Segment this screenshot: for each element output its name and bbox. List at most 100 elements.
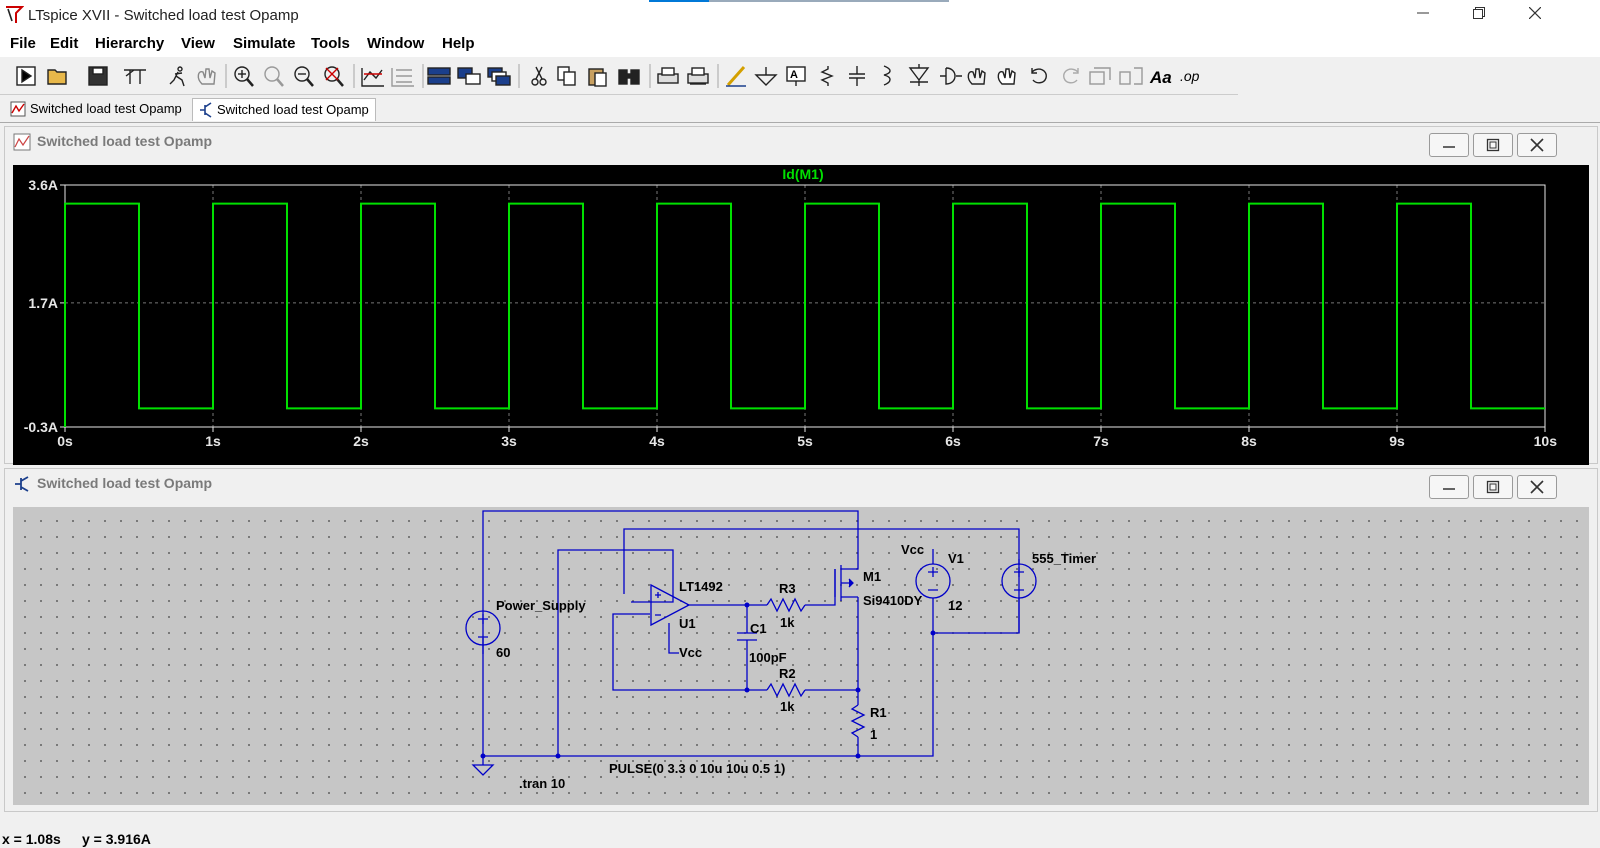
halt-icon[interactable]	[197, 68, 216, 85]
label-opamp-ref: U1	[679, 616, 696, 631]
ground-icon[interactable]	[754, 67, 778, 86]
waveform-minimize-button[interactable]	[1429, 133, 1469, 157]
resistor-icon[interactable]	[820, 66, 834, 86]
label-net-icon[interactable]: A	[786, 66, 806, 86]
autorange-icon[interactable]	[361, 68, 384, 87]
capacitor-icon[interactable]	[849, 66, 865, 86]
schematic-canvas[interactable]: Power_Supply 60 LT1492 U1 Vcc R3 1k C1 1…	[13, 507, 1589, 805]
schematic-window-title: Switched load test Opamp	[37, 475, 213, 491]
close-icon	[1530, 480, 1544, 494]
cut-icon[interactable]	[531, 66, 547, 86]
tile-vertical-icon[interactable]	[457, 67, 481, 85]
save-icon[interactable]	[88, 66, 108, 86]
minimize-button[interactable]	[1400, 0, 1446, 30]
power-supply-source[interactable]	[465, 610, 501, 646]
menu-edit[interactable]: Edit	[50, 35, 79, 52]
label-r1: R1	[870, 705, 887, 720]
zoom-in-icon[interactable]	[234, 66, 254, 87]
diode-icon[interactable]	[908, 64, 930, 86]
close-icon	[1528, 6, 1542, 20]
text-icon[interactable]: Aa	[1149, 68, 1172, 87]
copy-icon[interactable]	[557, 66, 576, 86]
trace-label[interactable]: Id(M1)	[782, 166, 823, 182]
run-sim-icon[interactable]	[169, 66, 185, 87]
menu-file[interactable]: File	[10, 35, 36, 52]
label-r2-value: 1k	[780, 699, 795, 714]
resistor-r3[interactable]	[766, 597, 806, 613]
label-v1-value: 12	[948, 598, 962, 613]
ground-symbol[interactable]	[471, 764, 495, 776]
tile-horizontal-icon[interactable]	[427, 67, 451, 85]
spice-directive-tran[interactable]: .tran 10	[519, 776, 565, 791]
y-axis-ticks: 3.6A 1.7A -0.3A	[24, 177, 65, 435]
schematic-minimize-button[interactable]	[1429, 475, 1469, 499]
drag-icon[interactable]	[997, 68, 1016, 85]
label-power-supply-value: 60	[496, 645, 510, 660]
capacitor-c1[interactable]	[737, 625, 757, 647]
waveform-maximize-button[interactable]	[1473, 133, 1513, 157]
menu-help[interactable]: Help	[442, 35, 475, 52]
menu-simulate[interactable]: Simulate	[233, 35, 296, 52]
schematic-drawing[interactable]: Power_Supply 60 LT1492 U1 Vcc R3 1k C1 1…	[13, 507, 1589, 805]
close-button[interactable]	[1512, 0, 1558, 30]
schematic-maximize-button[interactable]	[1473, 475, 1513, 499]
menu-window[interactable]: Window	[367, 35, 425, 52]
menu-hierarchy[interactable]: Hierarchy	[95, 35, 165, 52]
voltage-source-v1[interactable]	[915, 557, 951, 633]
opamp-u1[interactable]	[650, 583, 691, 627]
rotate-icon[interactable]	[1089, 67, 1111, 85]
menu-tools[interactable]: Tools	[311, 35, 350, 52]
move-icon[interactable]	[967, 68, 986, 85]
x-tick-label: 4s	[649, 433, 665, 449]
y-tick-label: -0.3A	[24, 419, 58, 435]
component-icon[interactable]	[940, 67, 962, 85]
control-panel-icon[interactable]	[124, 69, 146, 84]
tab-waveform[interactable]: Switched load test Opamp	[6, 98, 188, 120]
print-icon[interactable]	[657, 67, 679, 84]
resistor-r1[interactable]	[850, 704, 866, 738]
waveform-close-button[interactable]	[1517, 133, 1557, 157]
undo-icon[interactable]	[1031, 68, 1047, 84]
schematic-icon	[200, 102, 212, 118]
wire-icon[interactable]	[726, 66, 746, 87]
cascade-icon[interactable]	[487, 67, 511, 86]
mosfet-m1[interactable]	[834, 562, 859, 601]
resistor-r2[interactable]	[766, 682, 806, 698]
wires	[482, 510, 1020, 765]
svg-text:A: A	[790, 69, 798, 81]
menu-view[interactable]: View	[181, 35, 215, 52]
label-opamp-vcc: Vcc	[679, 645, 702, 660]
window-title: LTspice XVII - Switched load test Opamp	[28, 7, 299, 24]
inductor-icon[interactable]	[883, 65, 891, 86]
y-tick-label: 1.7A	[28, 295, 58, 311]
mirror-icon[interactable]	[1119, 67, 1143, 85]
svg-text:.op: .op	[1180, 68, 1200, 84]
paste-icon[interactable]	[588, 68, 607, 87]
schematic-window[interactable]: Switched load test Opamp	[4, 468, 1598, 812]
print-preview-icon[interactable]	[687, 67, 709, 85]
restore-button[interactable]	[1456, 0, 1502, 30]
grid-icon[interactable]	[391, 68, 414, 87]
open-icon[interactable]	[47, 69, 67, 85]
x-tick-label: 7s	[1093, 433, 1109, 449]
document-tabs: Switched load test Opamp Switched load t…	[0, 96, 1600, 123]
find-icon[interactable]	[618, 69, 640, 85]
run-icon[interactable]	[16, 66, 36, 86]
schematic-close-button[interactable]	[1517, 475, 1557, 499]
spice-directive-icon[interactable]: .op	[1180, 68, 1200, 84]
redo-icon[interactable]	[1063, 68, 1079, 84]
y-tick-label: 3.6A	[28, 177, 58, 193]
title-accent-line	[649, 0, 949, 2]
status-x-readout: x = 1.08s	[2, 831, 61, 847]
trace-id-m1[interactable]	[64, 202, 1545, 427]
x-tick-label: 0s	[57, 433, 73, 449]
zoom-fit-icon[interactable]	[324, 66, 344, 87]
tab-schematic[interactable]: Switched load test Opamp	[192, 98, 376, 121]
zoom-out-icon[interactable]	[294, 66, 314, 87]
timer-source-555[interactable]	[1001, 563, 1037, 633]
zoom-pan-icon[interactable]	[264, 66, 284, 87]
schematic-icon	[15, 476, 29, 492]
